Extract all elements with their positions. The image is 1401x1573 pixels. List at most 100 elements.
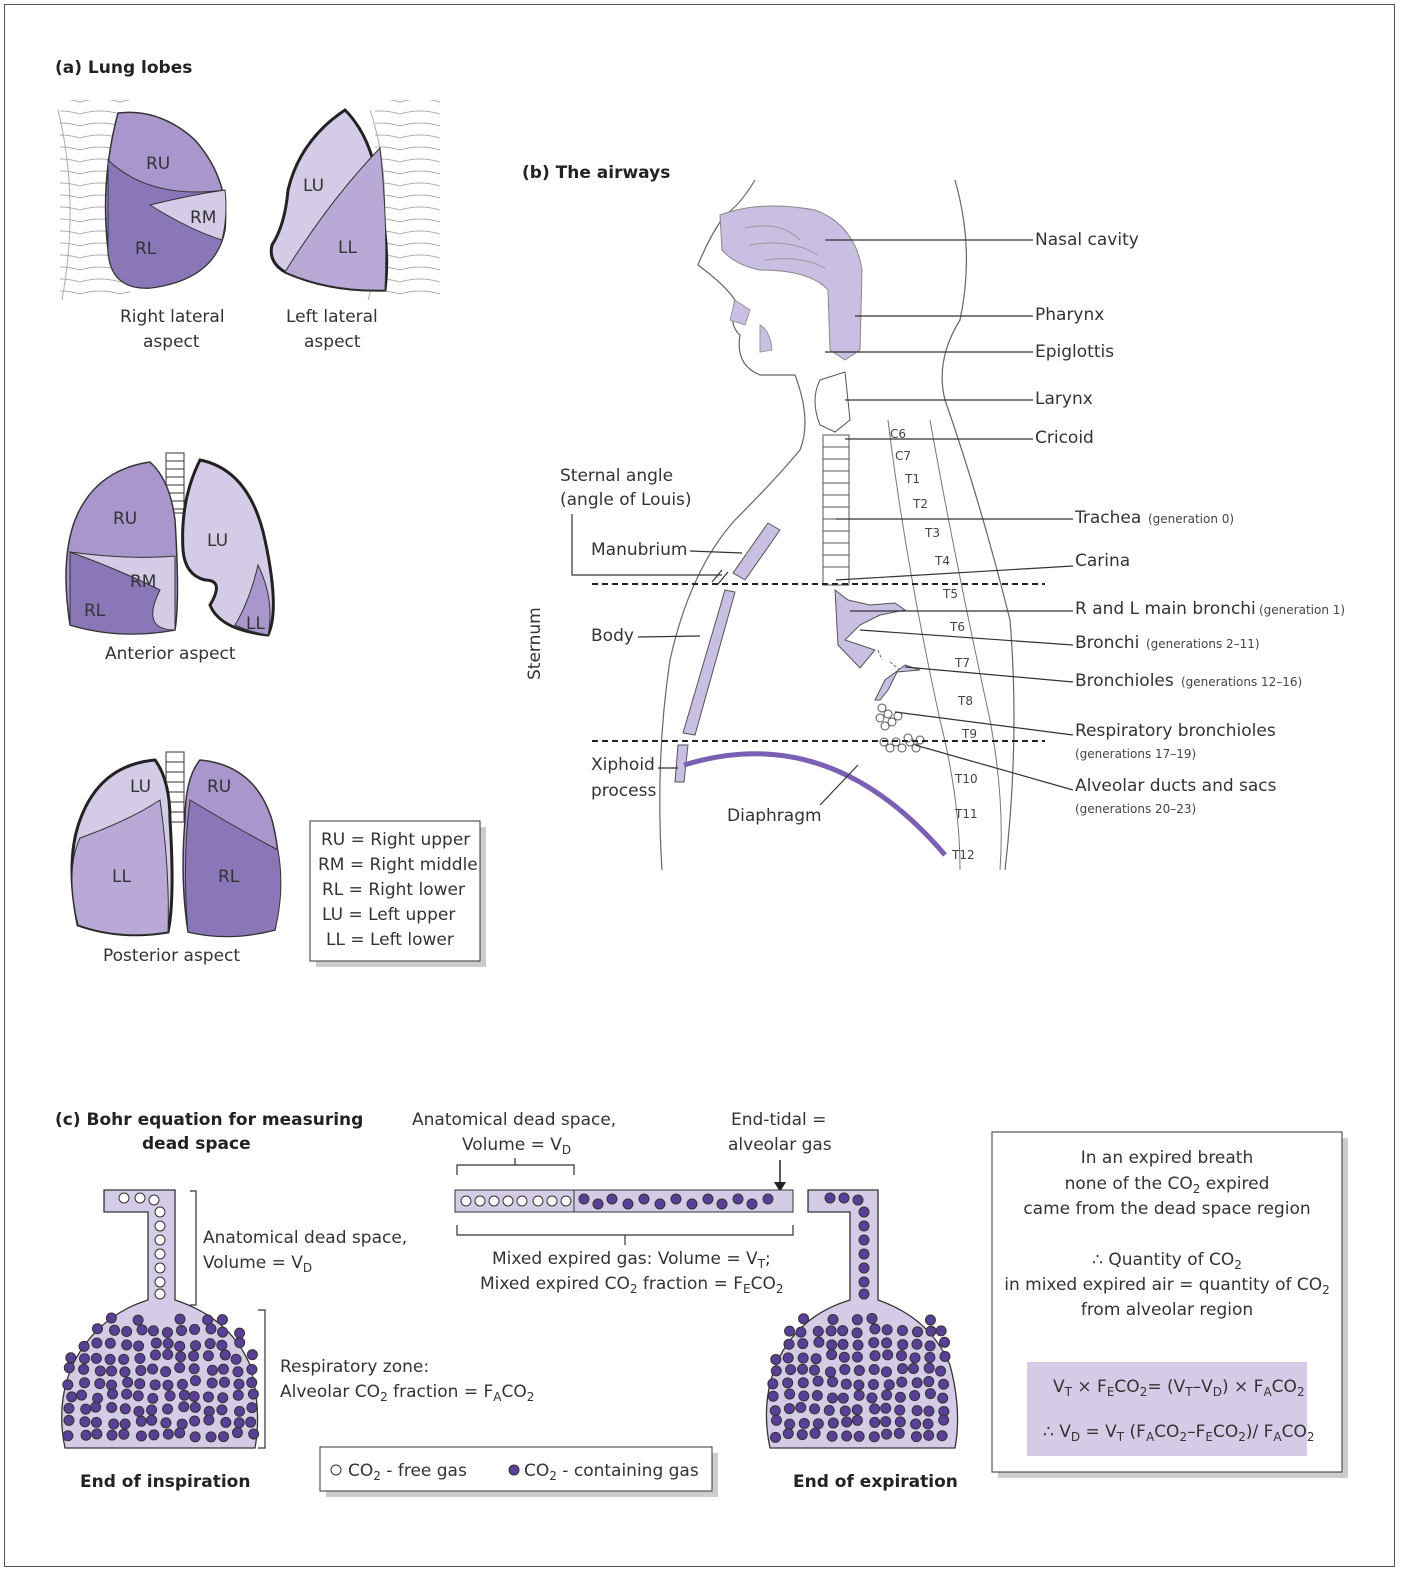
co2-containing-molecule: [798, 1378, 808, 1388]
co2-containing-molecule: [235, 1406, 245, 1416]
co2-containing-molecule: [148, 1326, 158, 1336]
co2-containing-molecule: [939, 1415, 949, 1425]
co2-containing-molecule: [771, 1415, 781, 1425]
co2-containing-molecule: [107, 1380, 117, 1390]
co2-containing-molecule: [897, 1326, 907, 1336]
co2-containing-molecule: [120, 1367, 130, 1377]
co2-containing-molecule: [894, 1428, 904, 1438]
co2-containing-molecule: [135, 1353, 145, 1363]
end-inspiration-label: End of inspiration: [80, 1472, 250, 1492]
co2-containing-molecule: [189, 1392, 199, 1402]
co2-containing-molecule: [175, 1341, 185, 1351]
co2-containing-molecule: [106, 1313, 116, 1323]
vertebra-label: T3: [924, 526, 940, 540]
co2-containing-molecule: [190, 1402, 200, 1412]
co2-containing-molecule: [203, 1392, 213, 1402]
co2-containing-molecule: [768, 1391, 778, 1401]
co2-free-swatch: [331, 1465, 341, 1475]
co2-containing-molecule: [810, 1365, 820, 1375]
co2-containing-molecule: [869, 1338, 879, 1348]
label-bronchioles: Bronchioles: [1075, 671, 1174, 691]
label-carina: Carina: [1075, 551, 1130, 571]
co2-containing-molecule: [64, 1403, 74, 1413]
co2-containing-molecule: [897, 1377, 907, 1387]
label-main-bronchi-gen: (generation 1): [1259, 603, 1345, 617]
co2-containing-molecule: [177, 1379, 187, 1389]
co2-containing-molecule: [163, 1404, 173, 1414]
co2-containing-molecule: [655, 1199, 665, 1209]
co2-containing-molecule: [838, 1339, 848, 1349]
left-lateral-lung: LU LL: [271, 100, 440, 300]
co2-containing-molecule: [247, 1364, 257, 1374]
co2-containing-molecule: [733, 1194, 743, 1204]
co2-containing-molecule: [853, 1195, 863, 1205]
co2-containing-molecule: [206, 1432, 216, 1442]
co2-containing-molecule: [234, 1379, 244, 1389]
panel-c-title-2: dead space: [142, 1134, 251, 1154]
co2-containing-molecule: [799, 1314, 809, 1324]
top-dead-space-label-2: Volume = VD: [462, 1135, 571, 1157]
co2-containing-molecule: [925, 1352, 935, 1362]
co2-containing-molecule: [175, 1428, 185, 1438]
label-manubrium: Manubrium: [591, 540, 687, 560]
co2-containing-molecule: [853, 1340, 863, 1350]
co2-containing-molecule: [190, 1432, 200, 1442]
co2-free-molecule: [475, 1196, 485, 1206]
label-body: Body: [591, 626, 634, 646]
co2-containing-molecule: [940, 1337, 950, 1347]
lobe-key: RU = Right upper RM = Right middle RL = …: [310, 821, 486, 967]
co2-free-molecule: [119, 1193, 129, 1203]
co2-containing-molecule: [925, 1315, 935, 1325]
co2-containing-molecule: [867, 1313, 877, 1323]
co2-containing-molecule: [897, 1364, 907, 1374]
co2-containing-molecule: [869, 1432, 879, 1442]
co2-containing-molecule: [810, 1428, 820, 1438]
co2-containing-molecule: [869, 1364, 879, 1374]
co2-containing-molecule: [898, 1340, 908, 1350]
co2-containing-molecule: [810, 1404, 820, 1414]
co2-free-molecule: [533, 1196, 543, 1206]
co2-containing-molecule: [639, 1194, 649, 1204]
co2-containing-molecule: [109, 1419, 119, 1429]
co2-containing-molecule: [107, 1366, 117, 1376]
co2-containing-molecule: [827, 1431, 837, 1441]
end-expiration-label: End of expiration: [793, 1472, 958, 1492]
label-trachea: Trachea: [1074, 508, 1141, 528]
co2-containing-molecule: [91, 1402, 101, 1412]
label-pharynx: Pharynx: [1035, 305, 1104, 325]
co2-containing-molecule: [770, 1406, 780, 1416]
co2-containing-molecule: [799, 1419, 809, 1429]
co2-containing-molecule: [786, 1365, 796, 1375]
vertebra-label: T2: [912, 497, 928, 511]
anterior-lungs: RU RM RL LU LL: [66, 453, 273, 635]
co2-containing-molecule: [119, 1354, 129, 1364]
co2-containing-molecule: [940, 1352, 950, 1362]
label-resp-bronchioles: Respiratory bronchioles: [1075, 721, 1276, 741]
co2-containing-molecule: [163, 1350, 173, 1360]
co2-containing-molecule: [176, 1352, 186, 1362]
co2-containing-molecule: [161, 1367, 171, 1377]
vertebra-label: T8: [957, 694, 973, 708]
co2-containing-molecule: [859, 1207, 869, 1217]
co2-containing-molecule: [912, 1327, 922, 1337]
co2-containing-molecule: [232, 1428, 242, 1438]
co2-containing-molecule: [842, 1431, 852, 1441]
co2-free-molecule: [155, 1207, 165, 1217]
key-item-ru: RU = Right upper: [321, 830, 470, 850]
co2-containing-molecule: [122, 1389, 132, 1399]
co2-containing-molecule: [149, 1430, 159, 1440]
mixed-gas-bracket: [457, 1225, 793, 1245]
co2-containing-molecule: [828, 1418, 838, 1428]
post-ll-label: LL: [112, 867, 131, 887]
co2-containing-molecule: [231, 1354, 241, 1364]
co2-containing-molecule: [165, 1391, 175, 1401]
panel-a-title: (a) Lung lobes: [55, 58, 192, 78]
co2-containing-molecule: [923, 1419, 933, 1429]
co2-containing-molecule: [825, 1193, 835, 1203]
label-sternal-angle-2: (angle of Louis): [560, 490, 692, 510]
co2-containing-molecule: [854, 1431, 864, 1441]
co2-containing-molecule: [235, 1338, 245, 1348]
anterior-caption: Anterior aspect: [105, 644, 236, 664]
co2-containing-molecule: [107, 1403, 117, 1413]
box-line-6: from alveolar region: [1081, 1300, 1253, 1320]
